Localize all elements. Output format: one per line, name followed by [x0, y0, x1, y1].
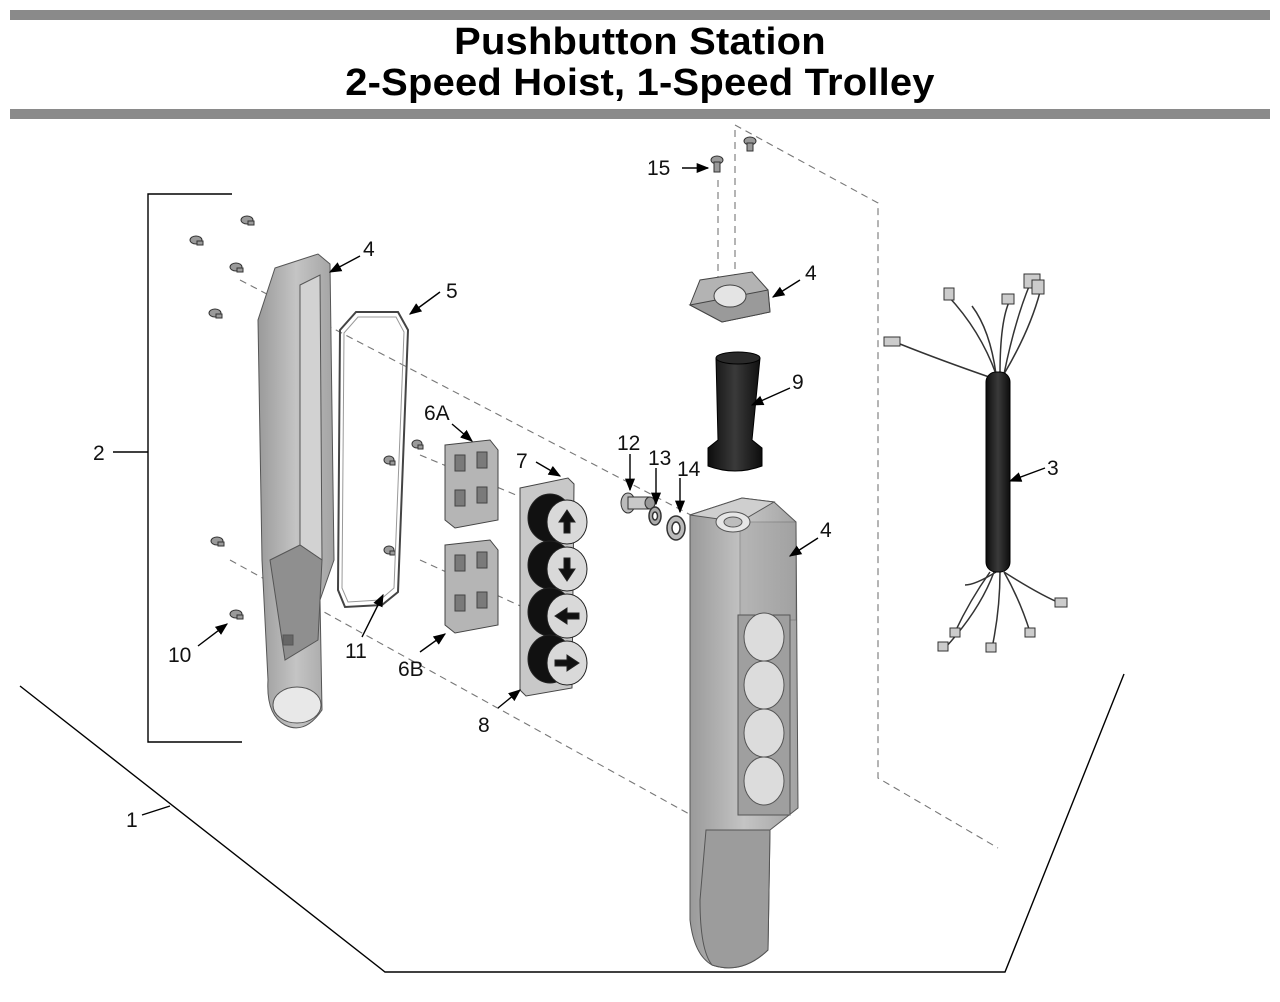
callout-labels: 15 4 5 4 9 3 2 6A 7 12 13 14 4 6B 10 11 … — [93, 157, 1059, 832]
screw-icon — [383, 455, 396, 466]
callout-13: 13 — [648, 447, 671, 470]
arrow-up-icon — [558, 509, 576, 534]
gasket — [336, 311, 410, 609]
pushbutton-left — [527, 587, 588, 639]
arrow-down-icon — [558, 557, 576, 582]
rear-cover — [257, 253, 335, 729]
callout-6a: 6A — [424, 402, 450, 425]
cable-assembly — [883, 273, 1068, 653]
top-rule — [10, 10, 1270, 20]
callout-15: 15 — [647, 157, 670, 180]
callout-9: 9 — [792, 371, 804, 394]
callout-arrows — [141, 162, 1046, 816]
callout-8: 8 — [478, 714, 490, 737]
cable-fitting — [620, 492, 656, 514]
screw-icon — [383, 545, 396, 556]
callout-6b: 6B — [398, 658, 424, 681]
contact-block-6a — [444, 439, 499, 529]
screw-icon — [411, 439, 424, 450]
assembly-outline — [19, 673, 1125, 973]
screw-icon — [229, 262, 244, 273]
callout-4-enclosure: 4 — [820, 519, 832, 542]
top-screws — [710, 136, 757, 173]
callout-2: 2 — [93, 442, 105, 465]
screw-icon — [229, 609, 244, 620]
screw-icon — [743, 136, 757, 152]
arrow-right-icon — [554, 654, 580, 672]
callout-14: 14 — [677, 458, 701, 481]
pushbutton-right — [527, 634, 588, 686]
assembly-guide-lines — [229, 124, 999, 849]
bottom-rule — [10, 109, 1270, 119]
title-line-2: 2-Speed Hoist, 1-Speed Trolley — [345, 62, 935, 104]
contact-block-6b — [444, 539, 499, 634]
callout-3: 3 — [1047, 457, 1059, 480]
callout-4-top-cap: 4 — [805, 262, 817, 285]
callout-10: 10 — [168, 644, 191, 667]
lock-nut — [648, 506, 662, 526]
callout-4-rear-cover: 4 — [363, 238, 375, 261]
callout-7: 7 — [516, 450, 528, 473]
screw-icon — [240, 215, 255, 226]
pushbutton-up — [527, 493, 588, 545]
cable-boot — [707, 351, 763, 472]
screw-icon — [210, 536, 225, 547]
callout-5: 5 — [446, 280, 458, 303]
callout-12: 12 — [617, 432, 640, 455]
screw-icon — [189, 235, 204, 246]
title-line-1: Pushbutton Station — [454, 21, 826, 63]
screw-icon — [208, 308, 223, 319]
washer — [666, 515, 686, 541]
button-plate — [519, 477, 588, 697]
callout-11: 11 — [345, 640, 367, 663]
main-enclosure — [689, 497, 799, 969]
pushbutton-down — [527, 540, 588, 592]
top-cap — [688, 271, 771, 323]
screw-icon — [710, 155, 724, 173]
page-title: Pushbutton Station 2-Speed Hoist, 1-Spee… — [0, 22, 1280, 104]
callout-1: 1 — [126, 809, 138, 832]
cover-screws — [189, 215, 424, 620]
arrow-left-icon — [554, 607, 580, 625]
bracket-item-2 — [113, 193, 242, 743]
